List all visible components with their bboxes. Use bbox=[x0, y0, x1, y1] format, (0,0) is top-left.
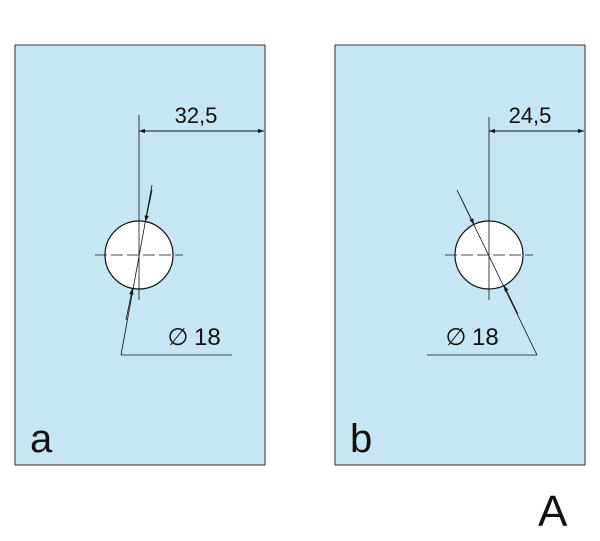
arrow-top bbox=[144, 189, 153, 222]
arrow-bottom bbox=[503, 285, 519, 315]
panel-b: 24,5 ∅ 18 b bbox=[334, 44, 586, 466]
arrow-bottom bbox=[125, 288, 134, 321]
offset-dimension: 24,5 bbox=[509, 103, 552, 128]
figure-label: A bbox=[538, 487, 568, 536]
diameter-symbol: ∅ bbox=[168, 324, 189, 351]
diameter-value: 18 bbox=[194, 324, 221, 351]
panel-label: b bbox=[350, 417, 372, 461]
arrow-top bbox=[459, 195, 475, 225]
offset-dimension: 32,5 bbox=[175, 103, 218, 128]
diameter-symbol: ∅ bbox=[446, 324, 467, 351]
panel-label: a bbox=[30, 417, 53, 461]
panel-a: 32,5 ∅ 18 a bbox=[14, 44, 266, 466]
diameter-value: 18 bbox=[472, 324, 499, 351]
